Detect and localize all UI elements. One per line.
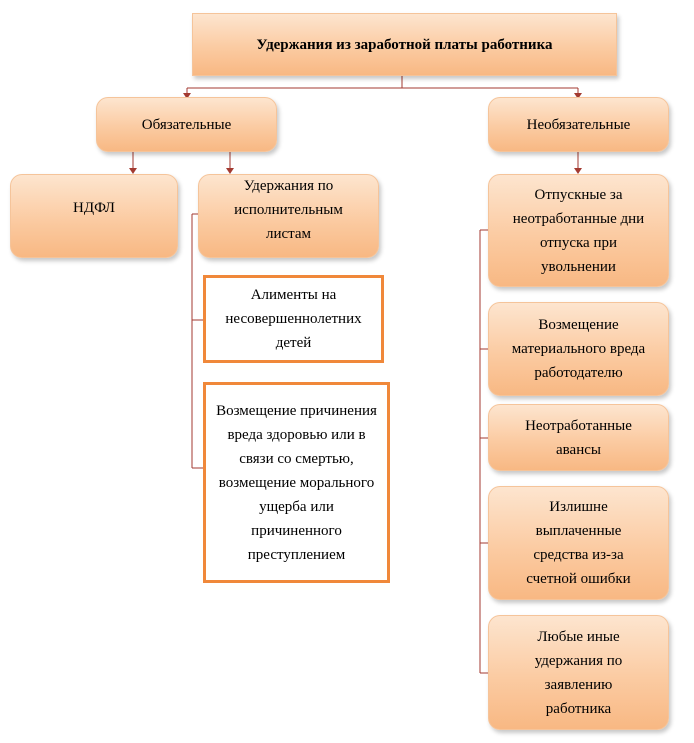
- optional-item-counting-error: Излишне выплаченные средства из-за счетн…: [488, 486, 669, 600]
- optional-item-employee-request: Любые иные удержания по заявлению работн…: [488, 615, 669, 730]
- mandatory-node: Обязательные: [96, 97, 277, 152]
- alimony-node: Алименты на несовершеннолетних детей: [203, 275, 384, 363]
- optional-node: Необязательные: [488, 97, 669, 152]
- optional-item-vacation: Отпускные за неотработанные дни отпуска …: [488, 174, 669, 287]
- optional-item-material-damage: Возмещение материального вреда работодат…: [488, 302, 669, 396]
- optional-item-advances: Неотработанные авансы: [488, 404, 669, 471]
- harm-compensation-node: Возмещение причинения вреда здоровью или…: [203, 382, 390, 583]
- root-node: Удержания из заработной платы работника: [192, 13, 617, 76]
- ndfl-node: НДФЛ: [10, 174, 178, 258]
- writs-node: Удержания по исполнительным листам: [198, 174, 379, 258]
